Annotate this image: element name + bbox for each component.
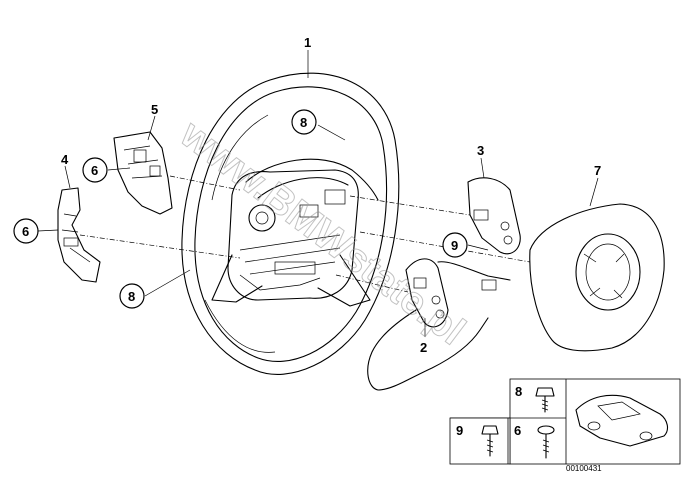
leader-lines bbox=[37, 50, 599, 337]
callout-7: 7 bbox=[594, 163, 601, 178]
fastener-legend: 8 9 6 00100431 bbox=[449, 378, 681, 473]
callout-8b-circle bbox=[119, 283, 145, 309]
callout-6a: 6 bbox=[91, 163, 98, 178]
callout-8a-circle bbox=[291, 109, 317, 135]
legend-label-6: 6 bbox=[514, 423, 521, 438]
callout-9: 9 bbox=[451, 238, 458, 253]
multifunction-switch-right[interactable] bbox=[467, 177, 521, 255]
callouts: 1 2 3 4 5 7 6 6 8 8 9 bbox=[13, 35, 601, 355]
callout-8a: 8 bbox=[300, 115, 307, 130]
screw-8-icon bbox=[535, 387, 555, 413]
drawing-code: 00100431 bbox=[566, 464, 602, 473]
shift-paddle-right[interactable] bbox=[113, 131, 173, 215]
callout-2: 2 bbox=[420, 340, 427, 355]
callout-6b: 6 bbox=[22, 224, 29, 239]
car-locator-icon bbox=[575, 394, 669, 447]
callout-4: 4 bbox=[61, 152, 69, 167]
legend-label-9: 9 bbox=[456, 423, 463, 438]
callout-6a-circle bbox=[82, 157, 108, 183]
callout-5: 5 bbox=[151, 102, 158, 117]
steering-wheel[interactable] bbox=[181, 72, 400, 375]
callout-3: 3 bbox=[477, 143, 484, 158]
airbag-module[interactable] bbox=[529, 203, 665, 352]
callout-8b: 8 bbox=[128, 289, 135, 304]
callout-6b-circle bbox=[13, 218, 39, 244]
callout-9-circle bbox=[442, 232, 468, 258]
screw-6-icon bbox=[537, 425, 555, 459]
legend-label-8: 8 bbox=[515, 384, 522, 399]
shift-paddle-left[interactable] bbox=[57, 187, 101, 283]
watermark: www.BMWstate.pl bbox=[172, 111, 473, 353]
multifunction-switch-left[interactable] bbox=[367, 258, 511, 391]
callout-1: 1 bbox=[304, 35, 311, 50]
bolt-9-icon bbox=[481, 425, 499, 457]
